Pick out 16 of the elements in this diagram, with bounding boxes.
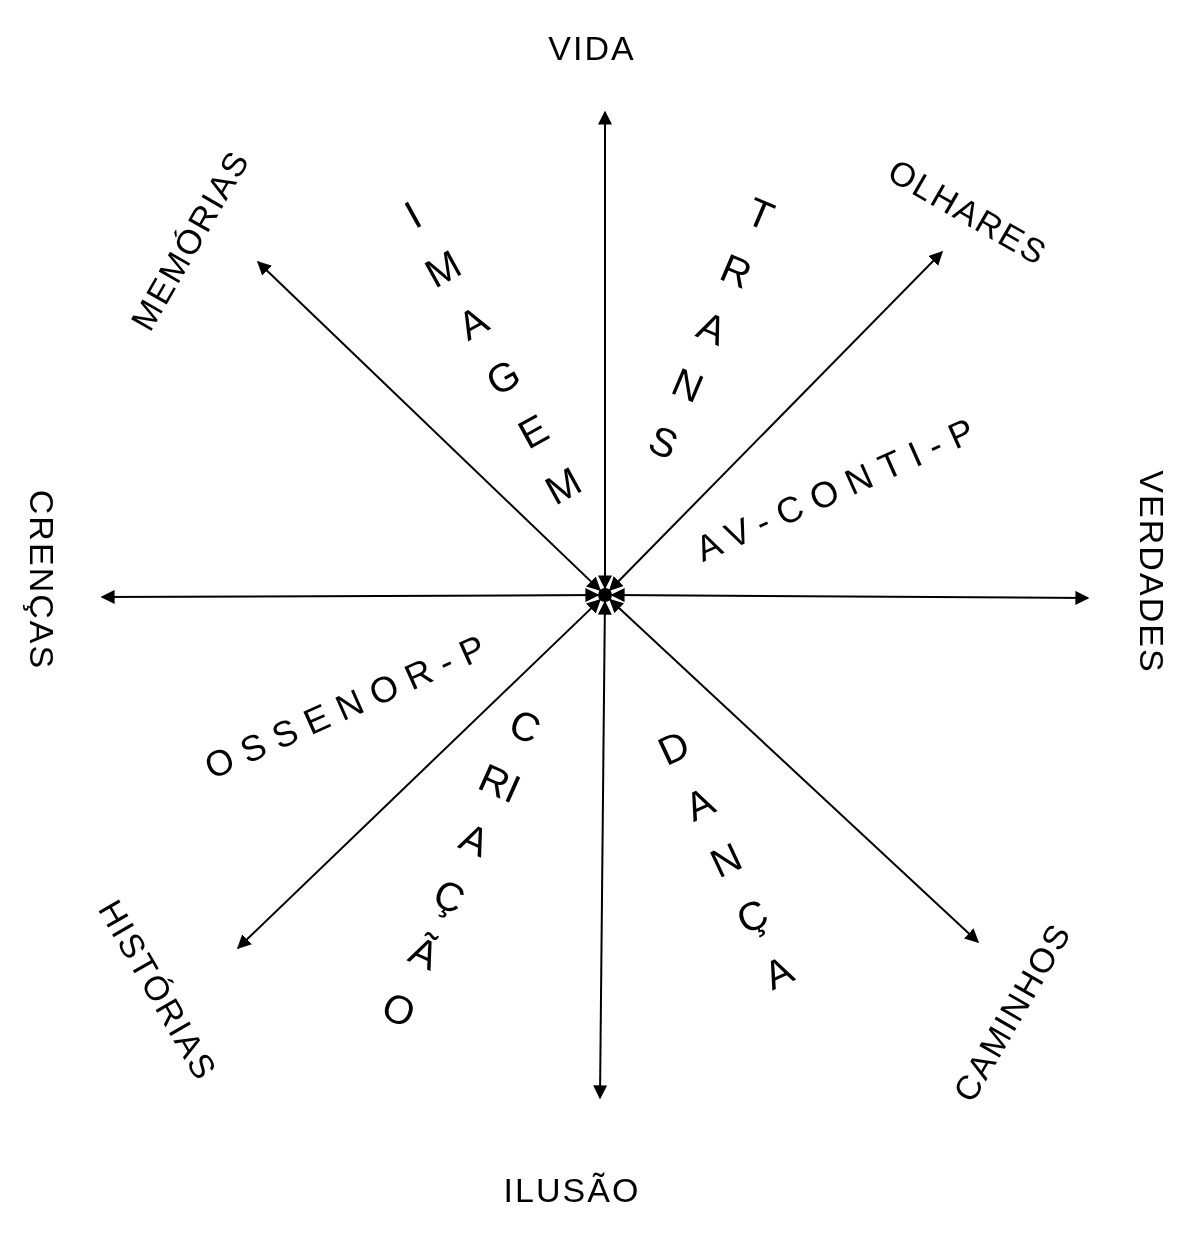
double-arrow bbox=[257, 261, 601, 592]
word-label: DANÇA bbox=[650, 720, 801, 1000]
word-label: IMAGEM bbox=[396, 191, 590, 515]
double-arrow bbox=[100, 588, 600, 604]
word-label: VERDADES bbox=[1135, 470, 1169, 674]
word-label: CRENÇAS bbox=[25, 489, 59, 671]
double-arrow bbox=[610, 588, 1090, 605]
word-label: ILUSÃO bbox=[503, 1173, 641, 1207]
word-label: VIDA bbox=[548, 31, 636, 65]
word-label: TRANS bbox=[641, 187, 781, 468]
double-arrow bbox=[593, 600, 612, 1100]
double-arrow bbox=[598, 110, 612, 590]
double-arrow bbox=[237, 598, 601, 949]
double-arrow bbox=[609, 598, 980, 943]
double-arrow bbox=[608, 251, 943, 591]
center-point bbox=[598, 588, 612, 602]
